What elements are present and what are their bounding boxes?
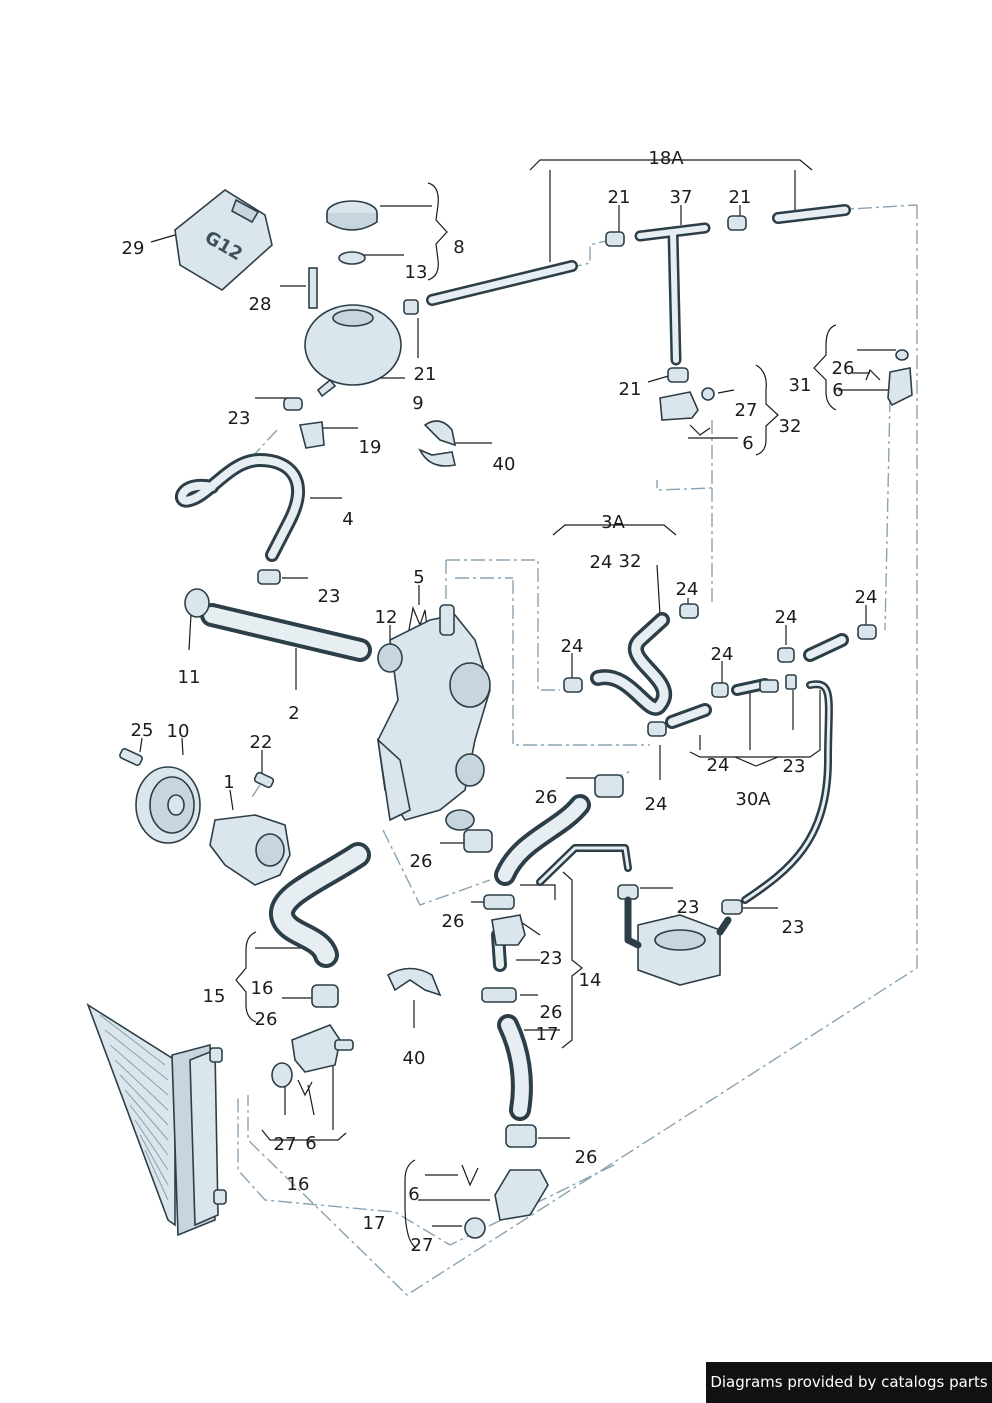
callout-26: 26	[410, 851, 433, 872]
callout-23: 23	[228, 408, 251, 429]
callout-11: 11	[178, 667, 201, 688]
brackets-40	[386, 420, 457, 997]
callout-21: 21	[608, 187, 631, 208]
callout-16: 16	[251, 978, 274, 999]
callout-3a: 3A	[601, 512, 625, 533]
callout-13: 13	[405, 262, 428, 283]
water-pump-housing	[376, 604, 491, 831]
callout-17: 17	[363, 1213, 386, 1234]
callout-24: 24	[707, 755, 730, 776]
callout-26: 26	[255, 1009, 278, 1030]
callout-1: 1	[223, 772, 234, 793]
callout-23: 23	[677, 897, 700, 918]
belt-pulley	[119, 748, 275, 844]
callout-9: 9	[412, 393, 423, 414]
callout-10: 10	[167, 721, 190, 742]
clamps	[257, 215, 877, 1148]
callout-24: 24	[775, 607, 798, 628]
callout-30a: 30A	[735, 789, 771, 810]
callout-26: 26	[442, 911, 465, 932]
leader-lines	[139, 159, 896, 1249]
expansion-tank	[283, 267, 419, 449]
callout-29: 29	[122, 238, 145, 259]
callout-21: 21	[619, 379, 642, 400]
callout-26: 26	[540, 1002, 563, 1023]
callout-23: 23	[783, 756, 806, 777]
callout-24: 24	[590, 552, 613, 573]
callout-6: 6	[742, 433, 753, 454]
callout-24: 24	[676, 579, 699, 600]
callout-27: 27	[274, 1134, 297, 1155]
callout-6: 6	[832, 380, 843, 401]
callout-6: 6	[408, 1184, 419, 1205]
hoses	[175, 204, 851, 1121]
callout-22: 22	[250, 732, 273, 753]
thermostat-connectors	[291, 367, 913, 1221]
radiator	[86, 1003, 227, 1237]
oil-cooler	[624, 896, 732, 986]
coolant-container-g12: G12	[174, 189, 273, 291]
callout-25: 25	[131, 720, 154, 741]
callout-26: 26	[535, 787, 558, 808]
callout-24: 24	[711, 644, 734, 665]
callout-4: 4	[342, 509, 353, 530]
callout-24: 24	[561, 636, 584, 657]
callout-31: 31	[789, 375, 812, 396]
callout-18a: 18A	[648, 148, 684, 169]
callout-40: 40	[493, 454, 516, 475]
callout-15: 15	[203, 986, 226, 1007]
callout-12: 12	[375, 607, 398, 628]
callout-32: 32	[779, 416, 802, 437]
callout-5: 5	[413, 567, 424, 588]
callout-14: 14	[579, 970, 602, 991]
callout-27: 27	[411, 1235, 434, 1256]
callout-27: 27	[735, 400, 758, 421]
callout-32: 32	[619, 551, 642, 572]
callout-28: 28	[249, 294, 272, 315]
callout-8: 8	[453, 237, 464, 258]
callout-26: 26	[832, 358, 855, 379]
callout-24: 24	[855, 587, 878, 608]
callout-40: 40	[403, 1048, 426, 1069]
callout-23: 23	[782, 917, 805, 938]
callout-26: 26	[575, 1147, 598, 1168]
callout-2: 2	[288, 703, 299, 724]
filler-cap	[326, 200, 378, 265]
callout-17: 17	[536, 1024, 559, 1045]
water-pump	[209, 814, 291, 886]
callout-21: 21	[414, 364, 437, 385]
callout-19: 19	[359, 437, 382, 458]
callout-21: 21	[729, 187, 752, 208]
credit-banner: Diagrams provided by catalogs parts	[706, 1362, 992, 1403]
callout-6: 6	[305, 1133, 316, 1154]
rings-and-pins	[184, 349, 909, 1239]
callout-37: 37	[670, 187, 693, 208]
callout-23: 23	[540, 948, 563, 969]
callout-16: 16	[287, 1174, 310, 1195]
callout-23: 23	[318, 586, 341, 607]
callout-24: 24	[645, 794, 668, 815]
